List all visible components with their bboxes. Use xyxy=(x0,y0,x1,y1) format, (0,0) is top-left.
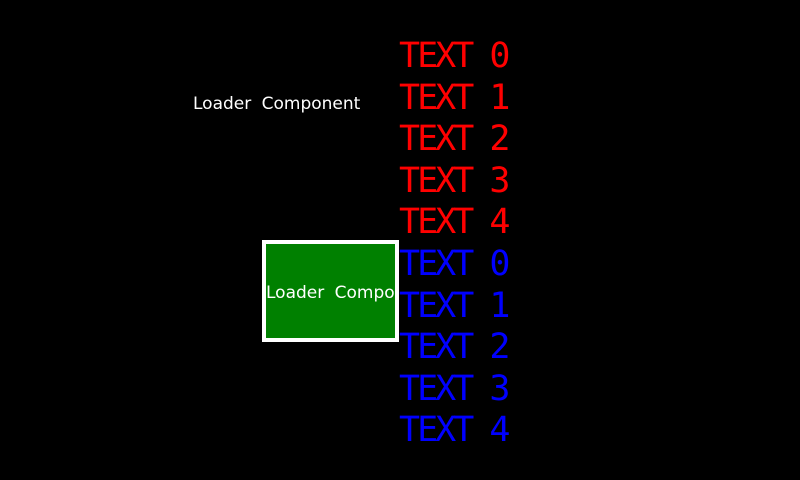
text-item-red-0: TEXT 0 xyxy=(399,36,510,76)
text-item-blue-2: TEXT 2 xyxy=(399,327,510,368)
loader-component-label: Loader Component xyxy=(193,94,361,114)
text-item-blue-3: TEXT 3 xyxy=(399,368,510,409)
text-item-red-2: TEXT 2 xyxy=(399,119,510,160)
loader-component-box-label: Loader Component xyxy=(266,282,395,303)
text-item-blue-1: TEXT 1 xyxy=(399,285,510,326)
text-item-blue-0: TEXT 0 xyxy=(399,243,510,284)
text-item-red-3: TEXT 3 xyxy=(399,160,510,201)
loader-component-box: Loader Component xyxy=(262,240,399,342)
text-item-red-1: TEXT 1 xyxy=(399,77,510,118)
text-item-red-4: TEXT 4 xyxy=(399,202,510,243)
text-item-blue-4: TEXT 4 xyxy=(399,410,510,451)
text-list: TEXT 0 TEXT 1 TEXT 2 TEXT 3 TEXT 4 TEXT … xyxy=(399,36,510,452)
